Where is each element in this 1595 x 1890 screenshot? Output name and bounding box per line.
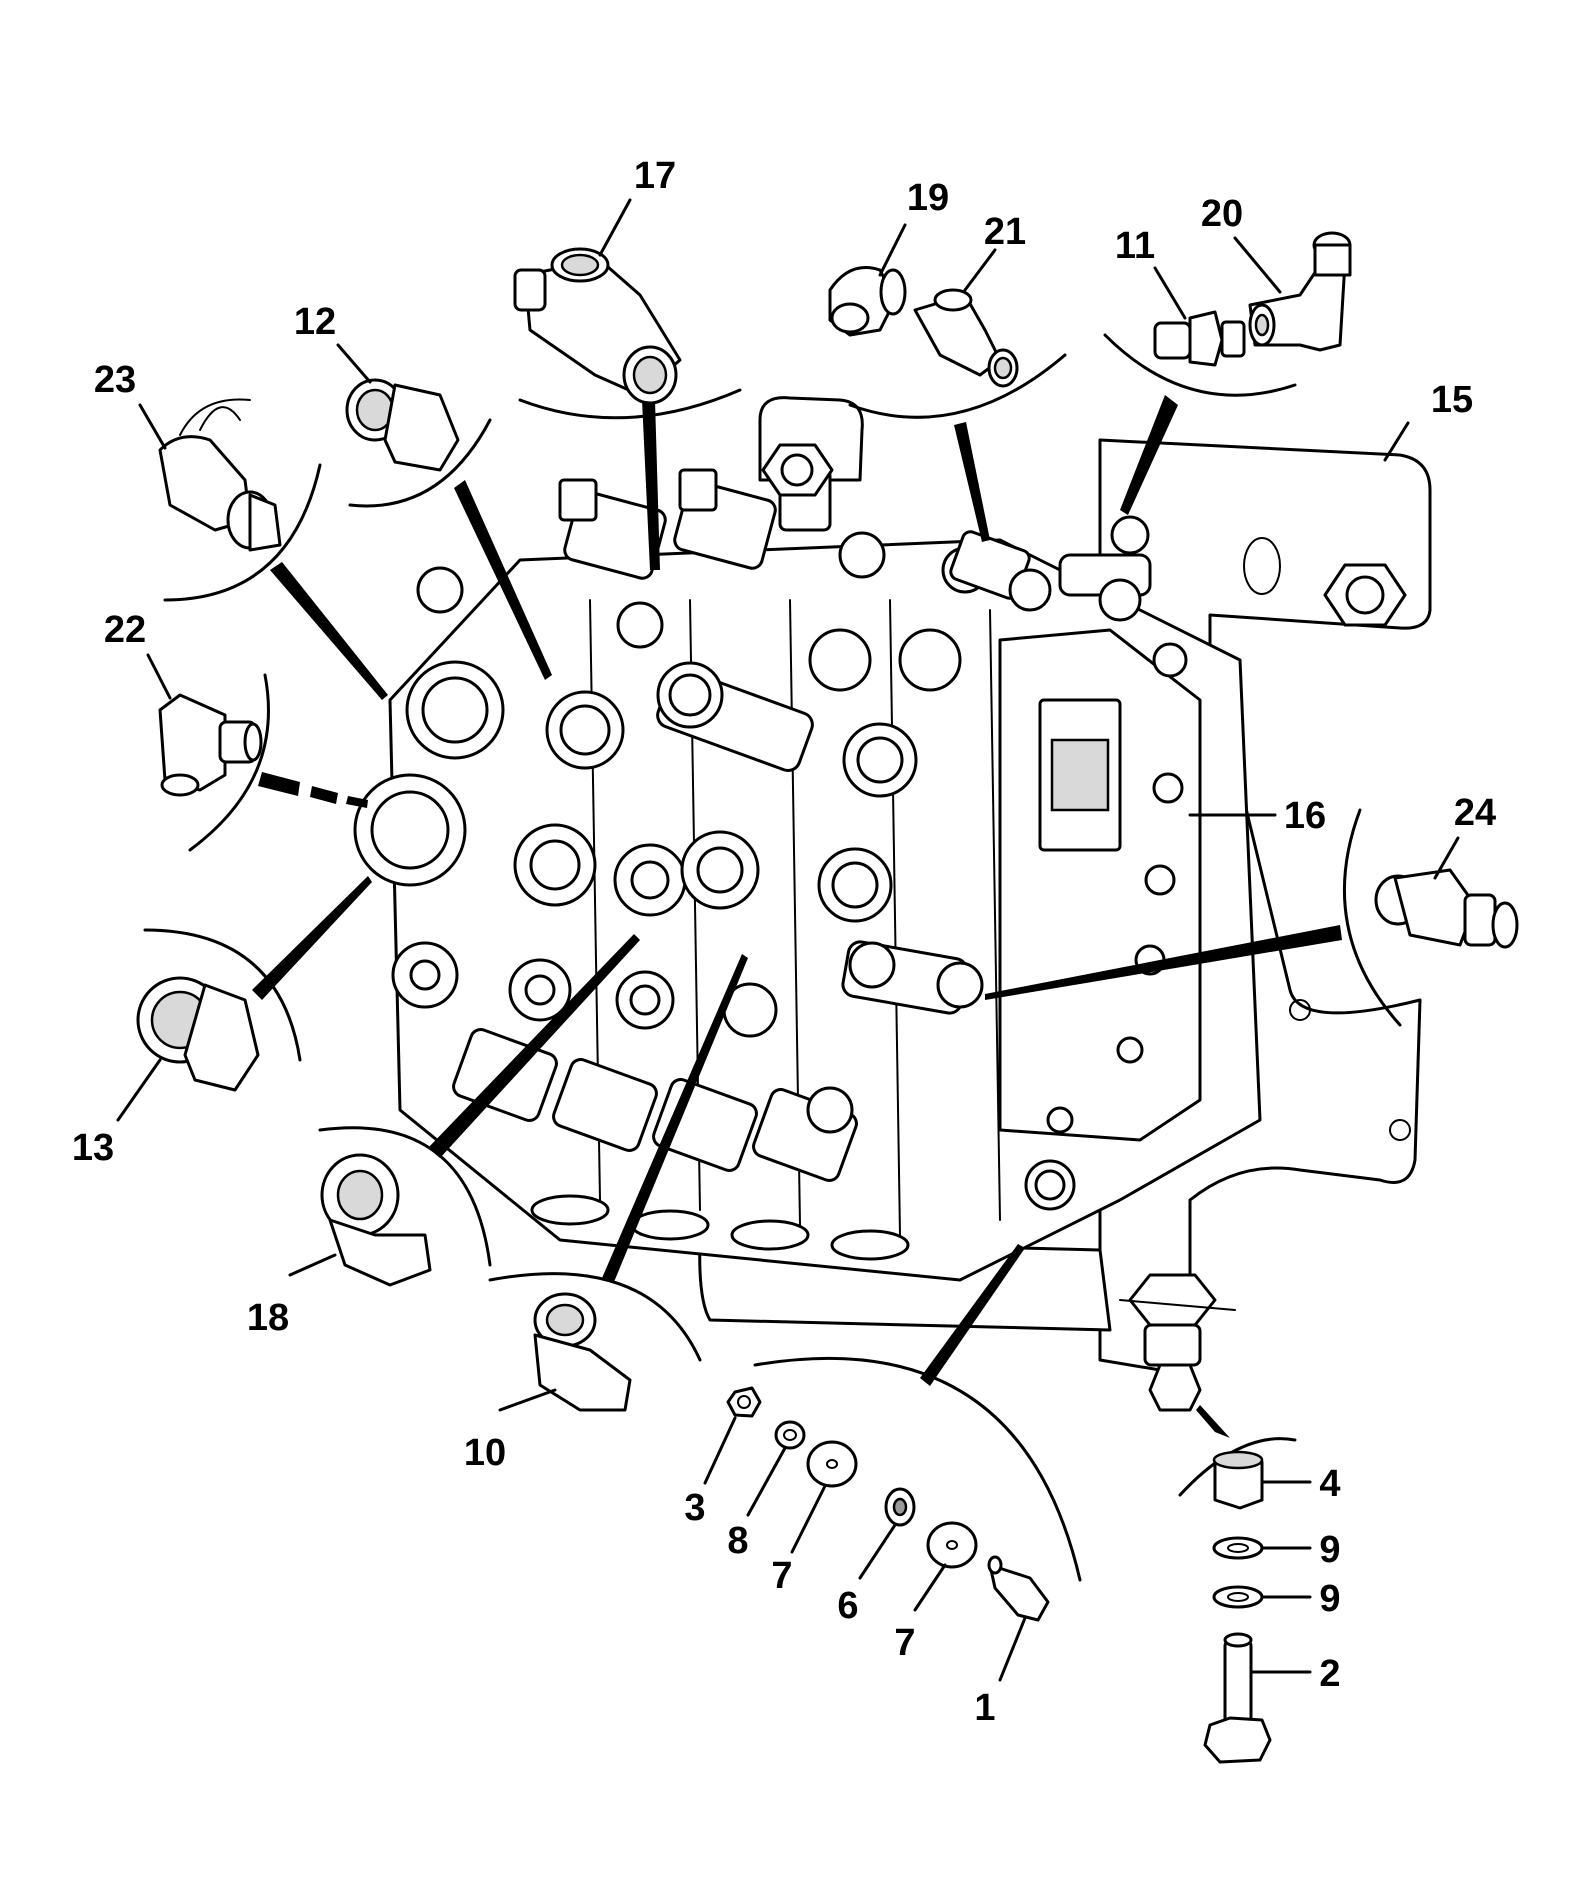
quick-coupler-23-icon [158, 398, 282, 552]
part-label-21: 21 [984, 211, 1026, 253]
part-label-8: 8 [727, 1520, 748, 1562]
part-label-20: 20 [1201, 193, 1243, 235]
part-label-22: 22 [104, 609, 146, 651]
valve-block-assembly-icon [353, 396, 1432, 1412]
tee-fitting-21-icon [913, 288, 1019, 388]
tee-fitting-24-icon [1374, 868, 1519, 949]
tee-fitting-17-icon [513, 247, 682, 405]
leader-lines [116, 198, 1460, 1682]
elbow-fitting-19-icon [828, 266, 907, 337]
part-label-24: 24 [1454, 792, 1496, 834]
part-label-7a: 7 [771, 1555, 792, 1597]
part-label-6: 6 [837, 1585, 858, 1627]
part-label-11: 11 [1115, 225, 1155, 267]
adapter-10-icon [533, 1292, 632, 1412]
part-label-9b: 9 [1319, 1578, 1340, 1620]
part-label-10: 10 [464, 1432, 506, 1474]
adapter-13-icon [136, 976, 260, 1092]
callout-pointers [252, 395, 1342, 1438]
part-label-18: 18 [247, 1297, 289, 1339]
part-label-13: 13 [72, 1127, 114, 1169]
part-label-2: 2 [1319, 1653, 1340, 1695]
part-label-7b: 7 [894, 1622, 915, 1664]
adapter-12-icon [345, 378, 460, 472]
part-label-3: 3 [684, 1487, 705, 1529]
part-label-16: 16 [1284, 795, 1326, 837]
adapter-18-icon [320, 1153, 432, 1287]
part-label-9a: 9 [1319, 1529, 1340, 1571]
part-label-17: 17 [634, 155, 676, 197]
part-number-labels: 17 19 21 11 20 15 12 23 22 16 24 13 18 1… [72, 155, 1496, 1729]
part-label-23: 23 [94, 359, 136, 401]
part-label-12: 12 [294, 301, 336, 343]
elbow-fitting-22-icon [158, 693, 263, 797]
callout-arcs [143, 333, 1402, 1582]
part-label-19: 19 [907, 177, 949, 219]
tee-fitting-20-icon [1248, 231, 1352, 352]
fastener-group-icon [726, 1386, 1050, 1622]
adapter-11-icon [1153, 310, 1246, 367]
part-label-15: 15 [1431, 379, 1473, 421]
part-label-1: 1 [974, 1687, 995, 1729]
bolt-stack-icon [1203, 1450, 1272, 1764]
part-label-4: 4 [1319, 1463, 1340, 1505]
